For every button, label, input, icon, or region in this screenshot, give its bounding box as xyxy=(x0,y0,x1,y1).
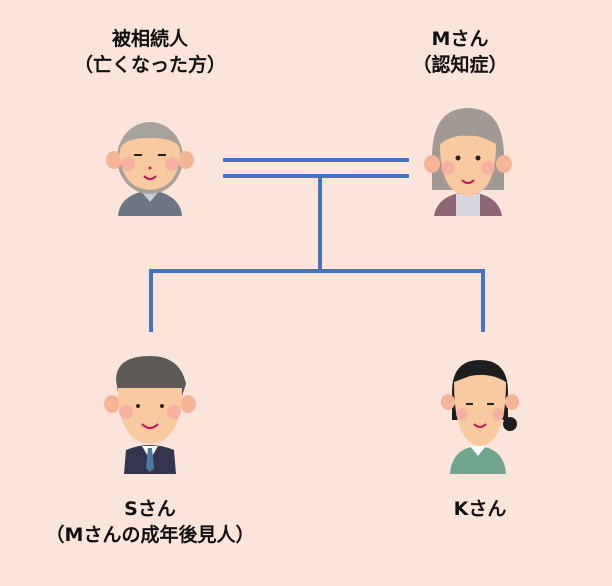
elderly-man-icon xyxy=(106,122,194,216)
deceased-note: （亡くなった方） xyxy=(73,54,226,76)
deceased-label: 被相続人 （亡くなった方） xyxy=(40,26,260,78)
s-label: Sさん （Mさんの成年後見人） xyxy=(20,496,280,548)
m-label: Mさん （認知症） xyxy=(360,26,560,78)
woman-icon xyxy=(441,360,519,474)
businessman-icon xyxy=(104,356,196,474)
deceased-name: 被相続人 xyxy=(111,28,188,50)
k-name: Kさん xyxy=(453,498,507,520)
elderly-woman-icon xyxy=(424,108,512,216)
k-label: Kさん xyxy=(420,496,540,522)
m-name: Mさん xyxy=(431,28,489,50)
s-note: （Mさんの成年後見人） xyxy=(45,524,255,546)
m-note: （認知症） xyxy=(412,54,508,76)
s-name: Sさん xyxy=(124,498,176,520)
